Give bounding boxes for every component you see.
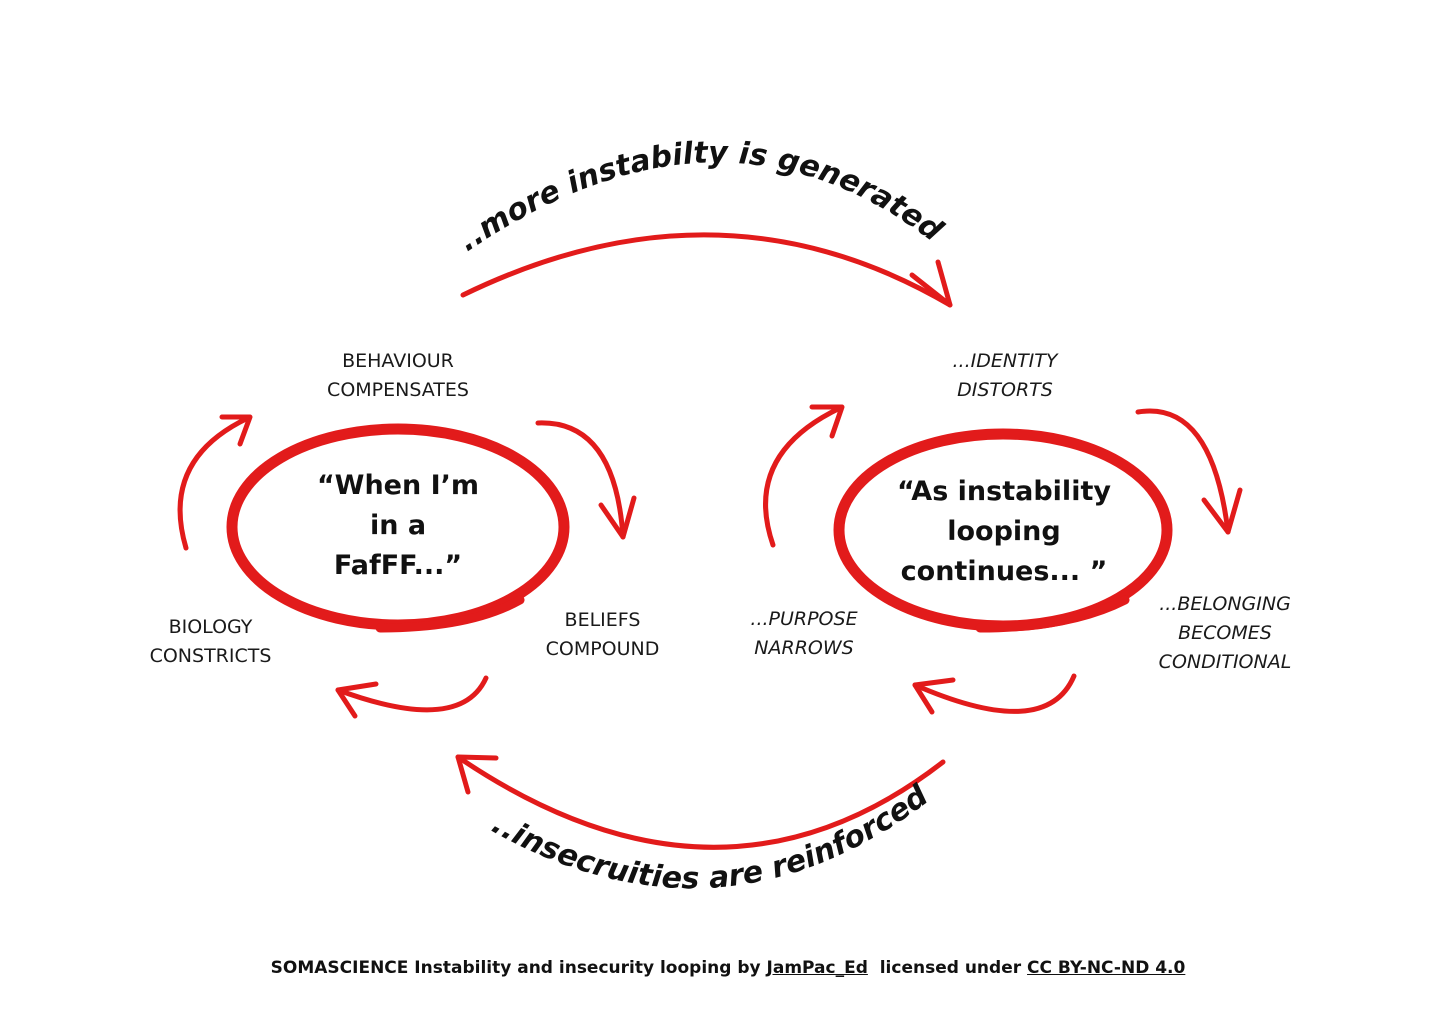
quote-line: FafFF...” xyxy=(333,550,463,581)
label-line: DISTORTS xyxy=(957,379,1053,401)
top-arrow xyxy=(460,232,953,308)
left-arrow-right-head xyxy=(598,495,637,540)
right-arrow-right-head xyxy=(1201,487,1243,535)
label-line: COMPENSATES xyxy=(327,379,469,401)
right-loop-quote: “As instability looping continues... ” xyxy=(878,472,1130,592)
author-link[interactable]: JamPac_Ed xyxy=(766,958,868,978)
left-arrow-bottom-head xyxy=(335,681,379,719)
right-arrow-bottom-head xyxy=(912,677,956,715)
license-link[interactable]: CC BY-NC-ND 4.0 xyxy=(1027,958,1186,978)
quote-line: in a xyxy=(369,510,427,541)
top-arrowhead xyxy=(909,259,953,308)
label-biology-constricts: BIOLOGY CONSTRICTS xyxy=(128,613,293,671)
label-identity-distorts: ...IDENTITY DISTORTS xyxy=(925,347,1085,405)
right-arrow-right xyxy=(1135,408,1231,535)
quote-line: looping xyxy=(947,516,1061,547)
label-line: ...IDENTITY xyxy=(952,350,1058,372)
left-arrow-bottom xyxy=(335,675,489,713)
left-arrow-up xyxy=(177,415,251,551)
quote-line: “As instability xyxy=(897,476,1111,507)
label-line: ...PURPOSE xyxy=(750,608,858,630)
quote-line: continues... ” xyxy=(900,556,1108,587)
label-beliefs-compound: BELIEFS COMPOUND xyxy=(520,606,685,664)
label-line: CONDITIONAL xyxy=(1158,651,1292,673)
quote-line: “When I’m xyxy=(316,470,480,501)
label-line: COMPOUND xyxy=(545,638,660,660)
label-line: BIOLOGY xyxy=(168,616,253,638)
footer-middle: licensed under xyxy=(867,958,1028,978)
label-line: BELIEFS xyxy=(564,609,641,631)
label-belonging-conditional: ...BELONGING BECOMES CONDITIONAL xyxy=(1135,590,1315,677)
left-loop-quote: “When I’m in a FafFF...” xyxy=(308,466,488,586)
label-line: BECOMES xyxy=(1178,622,1272,644)
left-loop-tail xyxy=(375,595,525,633)
bottom-arrow xyxy=(455,754,946,850)
right-arrow-up-head xyxy=(809,404,845,439)
label-behaviour-compensates: BEHAVIOUR COMPENSATES xyxy=(298,347,498,405)
label-line: ...BELONGING xyxy=(1159,593,1291,615)
label-line: NARROWS xyxy=(754,637,854,659)
label-line: CONSTRICTS xyxy=(149,645,272,667)
footer-prefix: SOMASCIENCE Instability and insecurity l… xyxy=(270,958,767,978)
label-line: BEHAVIOUR xyxy=(342,350,454,372)
right-loop-tail xyxy=(975,595,1130,633)
right-arrow-bottom xyxy=(912,673,1077,714)
label-purpose-narrows: ...PURPOSE NARROWS xyxy=(724,605,884,663)
right-arrow-up xyxy=(763,405,843,548)
left-arrow-up-head xyxy=(219,414,253,447)
attribution-footer: SOMASCIENCE Instability and insecurity l… xyxy=(0,958,1456,978)
bottom-arrowhead xyxy=(455,754,499,795)
top-arc-text: ...more instabilty is generated. xyxy=(0,0,949,259)
left-arrow-right xyxy=(535,420,626,540)
